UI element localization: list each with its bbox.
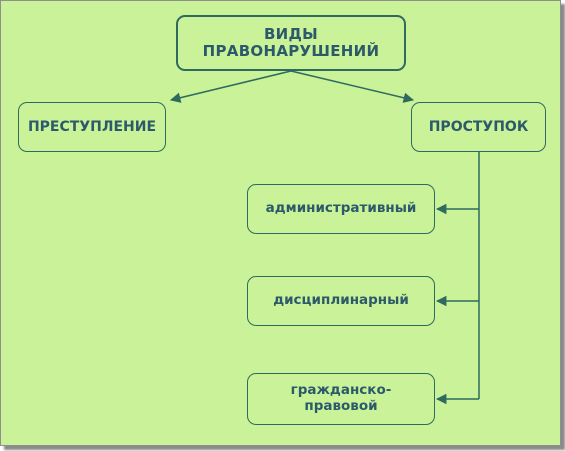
node-administrative: административный: [247, 184, 435, 234]
node-civil-law: гражданско- правовой: [247, 373, 435, 425]
root-node-label: ВИДЫ ПРАВОНАРУШЕНИЙ: [202, 24, 380, 60]
node-civil-law-label: гражданско- правовой: [290, 382, 392, 414]
node-crime-label: ПРЕСТУПЛЕНИЕ: [27, 118, 157, 135]
node-disciplinary: дисциплинарный: [247, 276, 435, 326]
arrow-root-to-offense: [290, 70, 415, 103]
node-crime: ПРЕСТУПЛЕНИЕ: [18, 102, 166, 152]
node-offense: ПРОСТУПОК: [411, 102, 546, 152]
arrow-root-to-crime: [169, 70, 292, 103]
node-disciplinary-label: дисциплинарный: [273, 292, 409, 309]
node-administrative-label: административный: [265, 200, 417, 217]
node-offense-label: ПРОСТУПОК: [428, 118, 529, 135]
root-node-offense-types: ВИДЫ ПРАВОНАРУШЕНИЙ: [176, 15, 406, 71]
